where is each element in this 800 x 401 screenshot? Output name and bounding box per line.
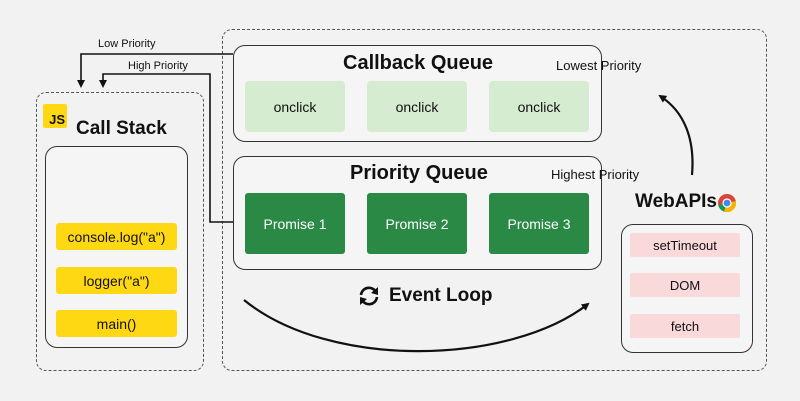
callback-item-onclick-2: onclick bbox=[367, 81, 467, 132]
callback-queue-title: Callback Queue bbox=[343, 52, 494, 74]
event-loop-icon bbox=[357, 284, 381, 308]
webapi-fetch: fetch bbox=[630, 314, 740, 338]
callback-item-onclick-1: onclick bbox=[245, 81, 345, 132]
priority-queue-priority: Highest Priority bbox=[551, 167, 640, 182]
callback-item-onclick-3: onclick bbox=[489, 81, 589, 132]
stack-frame-logger: logger("a") bbox=[56, 267, 177, 294]
event-loop-label: Event Loop bbox=[389, 285, 493, 306]
promise-item-2: Promise 2 bbox=[367, 193, 467, 254]
call-stack-title: Call Stack bbox=[76, 118, 167, 139]
promise-item-1: Promise 1 bbox=[245, 193, 345, 254]
webapi-settimeout: setTimeout bbox=[630, 233, 740, 257]
webapis-title: WebAPIs bbox=[635, 191, 718, 212]
callback-queue-priority: Lowest Priority bbox=[556, 58, 642, 73]
stack-frame-main: main() bbox=[56, 310, 177, 337]
js-badge: JS bbox=[43, 104, 67, 128]
webapi-dom: DOM bbox=[630, 273, 740, 297]
chrome-icon bbox=[717, 193, 737, 213]
priority-queue-title: Priority Queue bbox=[350, 162, 488, 184]
low-priority-label: Low Priority bbox=[98, 38, 156, 50]
promise-item-3: Promise 3 bbox=[489, 193, 589, 254]
stack-frame-console-log: console.log("a") bbox=[56, 223, 177, 250]
high-priority-label: High Priority bbox=[128, 60, 188, 72]
